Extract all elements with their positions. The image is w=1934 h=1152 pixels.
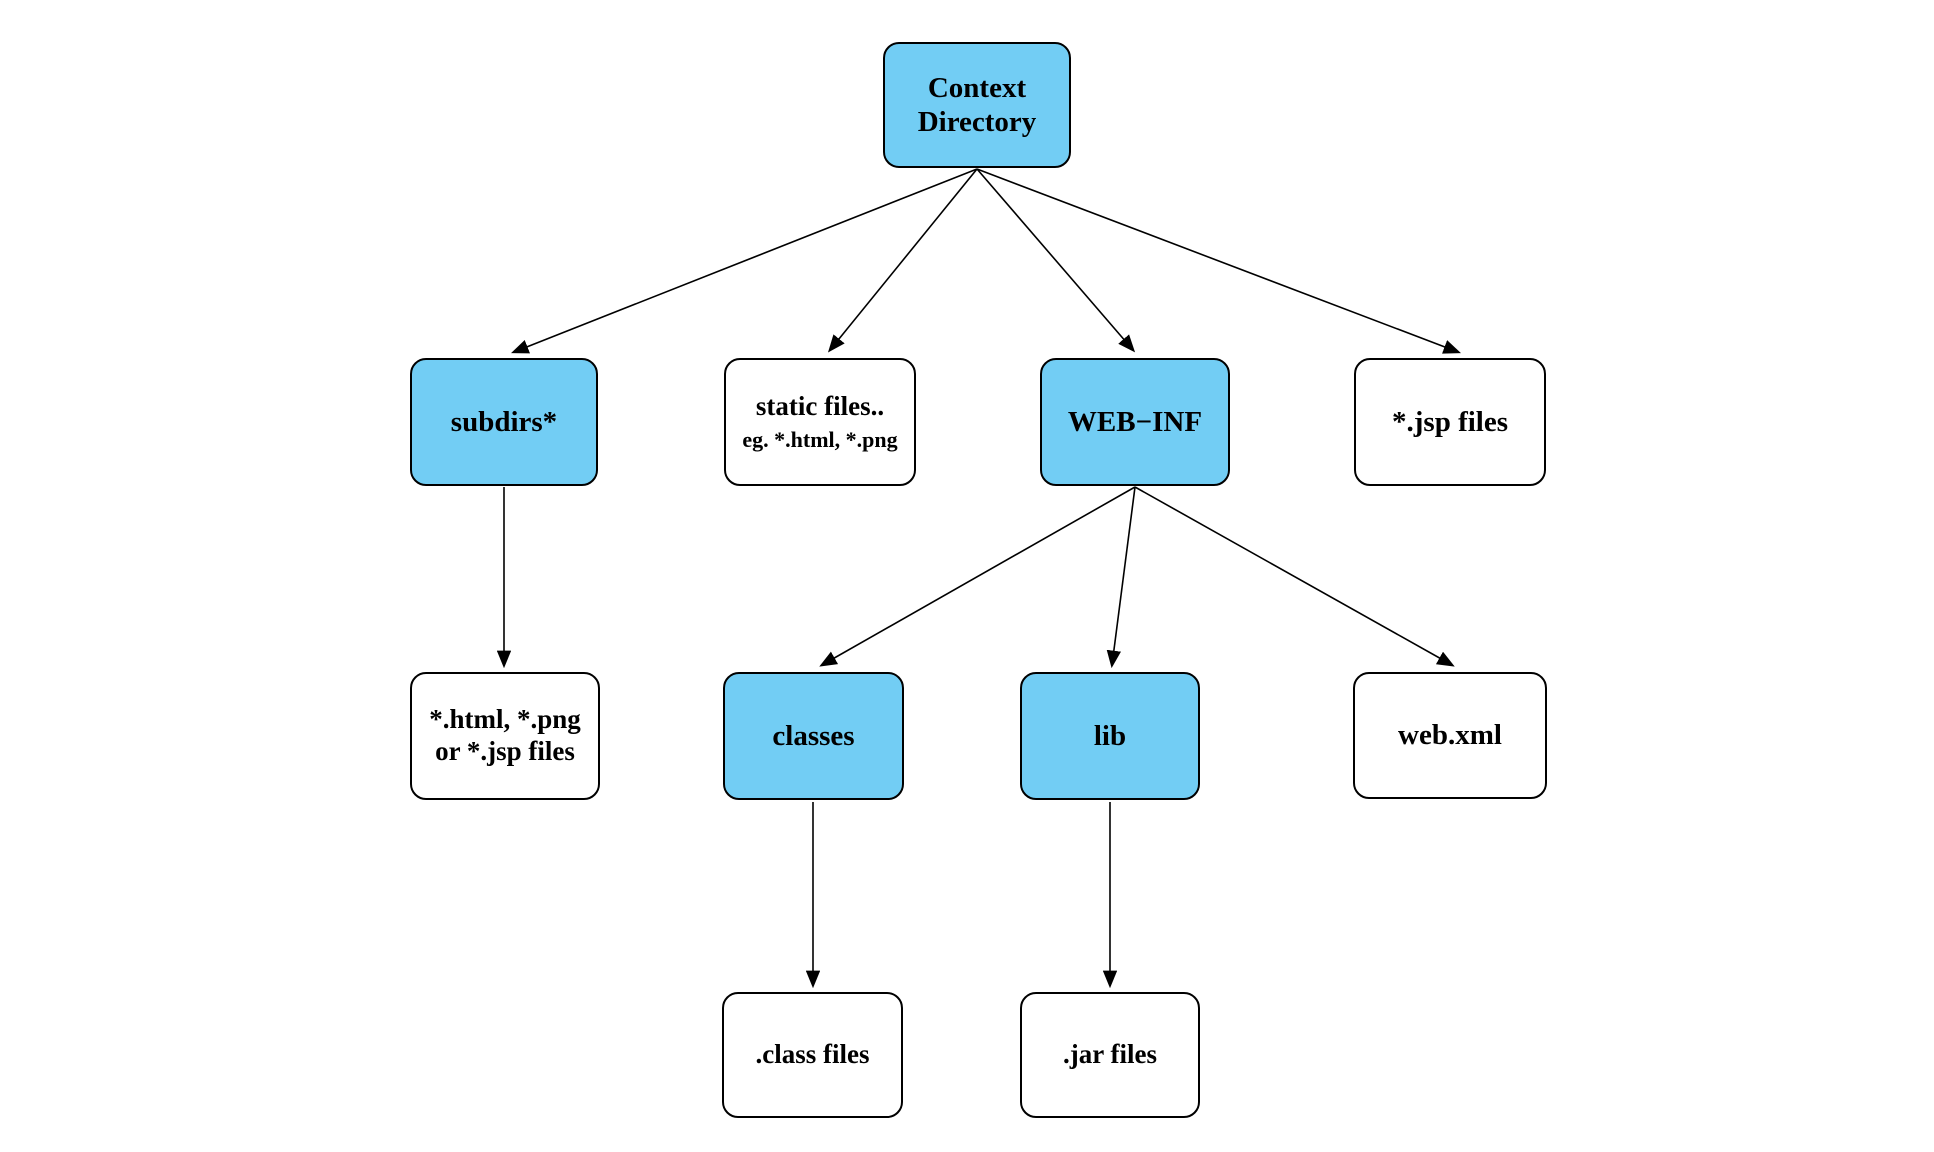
edge-root-jsp-files xyxy=(976,168,1461,354)
edge-webinf-lib xyxy=(1106,486,1136,669)
node-jar-files: .jar files xyxy=(1020,992,1200,1118)
edge-webinf-webxml xyxy=(1134,486,1455,667)
node-jsp-files: *.jsp files xyxy=(1354,358,1546,486)
node-subdir-contents: *.html, *.png or *.jsp files xyxy=(410,672,600,800)
node-web-xml-label: web.xml xyxy=(1398,719,1502,752)
node-web-xml: web.xml xyxy=(1353,672,1547,799)
node-jsp-files-label: *.jsp files xyxy=(1392,405,1508,438)
node-web-inf-label: WEB−INF xyxy=(1067,405,1203,438)
node-static-files: static files.. eg. *.html, *.png xyxy=(724,358,916,486)
node-subdir-contents-label-line1: *.html, *.png xyxy=(429,704,581,735)
edge-root-web-inf xyxy=(976,168,1136,353)
node-context-directory: Context Directory xyxy=(883,42,1071,168)
node-class-files-label: .class files xyxy=(755,1039,870,1070)
node-subdirs-label: subdirs* xyxy=(450,405,558,438)
node-lib: lib xyxy=(1020,672,1200,800)
node-classes: classes xyxy=(723,672,904,800)
node-jar-files-label: .jar files xyxy=(1063,1039,1157,1070)
node-class-files: .class files xyxy=(722,992,903,1118)
edge-root-static-files xyxy=(827,168,978,353)
node-classes-label: classes xyxy=(772,719,855,752)
node-web-inf: WEB−INF xyxy=(1040,358,1230,486)
node-subdirs: subdirs* xyxy=(410,358,598,486)
node-static-files-label-line2: eg. *.html, *.png xyxy=(742,426,898,452)
node-lib-label: lib xyxy=(1093,719,1127,752)
edge-root-subdirs xyxy=(511,168,978,354)
node-context-directory-label-line2: Directory xyxy=(917,106,1037,138)
node-subdir-contents-label-line2: or *.jsp files xyxy=(435,736,575,766)
node-context-directory-label-line1: Context xyxy=(927,71,1027,104)
edge-webinf-classes xyxy=(819,486,1136,667)
node-static-files-label-line1: static files.. xyxy=(755,391,885,422)
